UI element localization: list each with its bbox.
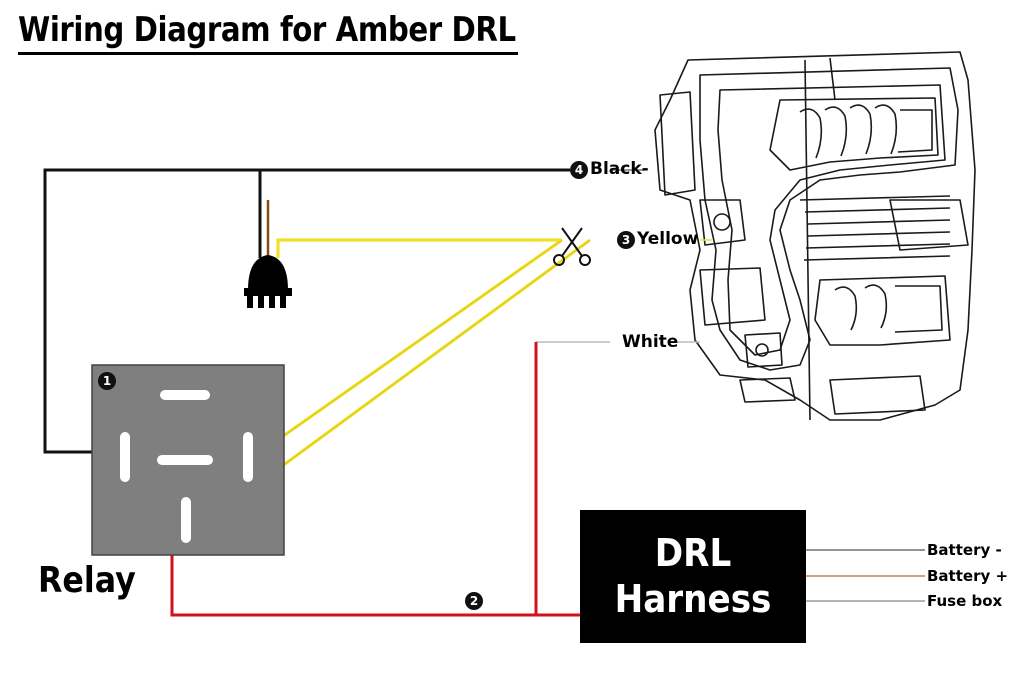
drl-harness-box: DRL Harness (580, 510, 806, 643)
relay-body (91, 364, 285, 556)
headlight-assembly-icon (654, 51, 976, 421)
harness-title-line1: DRL (654, 531, 732, 575)
diagram-title: Wiring Diagram for Amber DRL (18, 10, 516, 50)
white-wire-label: White (622, 332, 679, 352)
yellow-wire-marker: 3 (617, 231, 635, 249)
relay-label: Relay (38, 560, 136, 601)
output-battery-positive: Battery + (927, 567, 1009, 585)
relay-marker: 1 (98, 372, 116, 390)
red-wire-marker: 2 (465, 592, 483, 610)
plug-connector-icon (244, 255, 292, 308)
harness-title-line2: Harness (614, 577, 772, 621)
output-fuse-box: Fuse box (927, 592, 1003, 610)
output-battery-negative: Battery - (927, 541, 1002, 559)
scissors-icon (553, 227, 591, 266)
black-wire-marker: 4 (570, 161, 588, 179)
black-wire (43, 168, 645, 454)
harness-output-leads (806, 549, 925, 602)
yellow-wire-label: Yellow (637, 229, 699, 249)
black-wire-label: Black- (590, 159, 649, 179)
title-underline (18, 52, 518, 55)
